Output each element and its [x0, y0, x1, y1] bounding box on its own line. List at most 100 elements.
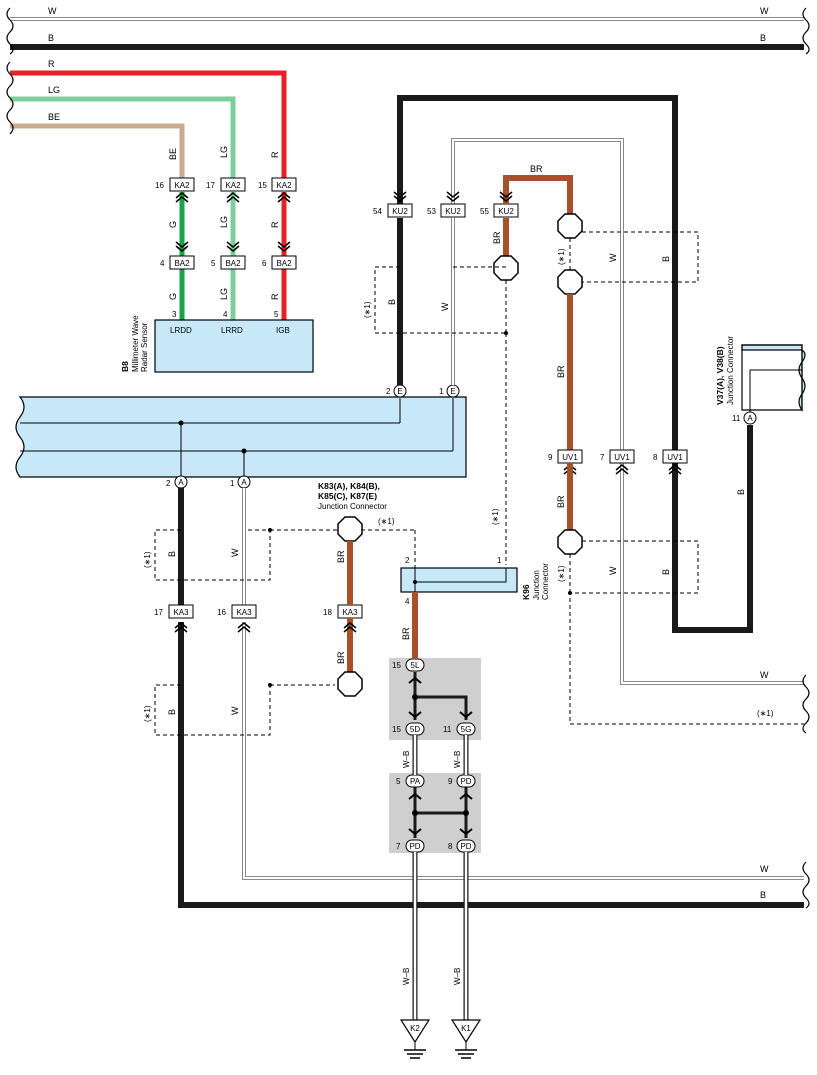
- k83-name: Junction Connector: [318, 502, 387, 511]
- ku2-connectors: KU2 54 KU2 53 KU2 55: [373, 203, 519, 218]
- be-wire-label: BE: [48, 112, 60, 122]
- white-wire-53: W: [446, 138, 804, 685]
- v37-id: V37(A), V38(B): [715, 346, 725, 405]
- splice-5g-num: 11: [443, 725, 452, 734]
- k96-pin2: 2: [405, 556, 410, 565]
- ka2-num-2: 17: [206, 181, 215, 190]
- r-vert-label: R: [270, 151, 280, 158]
- right-break-marks: [802, 674, 810, 909]
- main-top-pins: E 2 E 1: [386, 384, 460, 398]
- sensor-pin-5: 5: [274, 310, 279, 319]
- ku2-code-3: KU2: [498, 207, 514, 216]
- uv1-code-3: UV1: [667, 453, 683, 462]
- sensor-feed-wires: R LG BE BE LG R: [6, 59, 287, 180]
- k96-pin4: 4: [405, 597, 410, 606]
- a-pin-num-1: 1: [230, 479, 235, 488]
- ba2-code-2: BA2: [225, 259, 241, 268]
- sensor-label-igb: IGB: [276, 326, 290, 335]
- ground-k2: K2: [399, 1019, 431, 1059]
- uv1-num-2: 7: [600, 453, 605, 462]
- br-ka3-wire: BR BR: [336, 516, 363, 697]
- splice-pd-code-1: PD: [460, 777, 471, 786]
- e-pin-num-1: 1: [439, 387, 444, 396]
- splice-pa-code: PA: [410, 777, 421, 786]
- w-right-label: W: [760, 670, 769, 680]
- ground-k1: K1: [450, 1019, 482, 1059]
- top-w-label-right: W: [760, 6, 769, 16]
- a-pin-code-1: A: [241, 478, 247, 487]
- ka2-num-1: 16: [155, 181, 164, 190]
- ba2-code-3: BA2: [276, 259, 292, 268]
- sensor-name-2: Radar Sensor: [140, 322, 149, 372]
- ku2-w-label: W: [440, 302, 450, 311]
- top-w-label-left: W: [48, 6, 57, 16]
- ka3-num-1: 17: [154, 608, 163, 617]
- k96-name-1: Junction: [532, 570, 541, 600]
- sensor-column-wires: G LG R G LG R: [168, 192, 291, 320]
- br-55-label: BR: [492, 231, 502, 244]
- ka2-connectors: KA2 16 KA2 17 KA2 15: [155, 177, 297, 192]
- wb-wires-middle: W–B W–B: [402, 735, 469, 775]
- ku2-b-label: B: [387, 299, 397, 305]
- lower-b-wire: B B B: [167, 488, 804, 908]
- splice-5l-code: 5L: [411, 661, 420, 670]
- shield-box-ku2: (∗1) B W: [363, 266, 506, 334]
- ground-k2-label: K2: [410, 1024, 420, 1033]
- be-vert-label: BE: [168, 148, 178, 160]
- lg-vert-label: LG: [219, 146, 229, 158]
- e-pin-num-2: 2: [386, 387, 391, 396]
- sensor-label-lrrd: LRRD: [221, 326, 243, 335]
- ka3-code-2: KA3: [236, 608, 252, 617]
- k83-id-1: K83(A), K84(B),: [318, 481, 380, 491]
- junction-v37-v38: A 11 V37(A), V38(B) Junction Connector B: [715, 336, 806, 495]
- k96-id: K96: [521, 584, 531, 600]
- radar-sensor: 3 4 5 LRDD LRRD IGB B8 Millimeter Wave R…: [120, 310, 314, 373]
- br-ka3-label-2: BR: [336, 651, 346, 664]
- note-lower-2: (∗1): [143, 705, 152, 722]
- wb-label-3: W–B: [402, 968, 411, 985]
- splice-pa-num: 5: [396, 777, 401, 786]
- ka3-code-3: KA3: [342, 608, 358, 617]
- splice-5d-num: 15: [392, 725, 401, 734]
- sensor-label-lrdd: LRDD: [170, 326, 192, 335]
- brown-wire-55: BR BR (∗1): [491, 164, 573, 565]
- wb-wires-ground: W–B W–B: [402, 852, 469, 1020]
- ku2-num-2: 53: [427, 207, 436, 216]
- v37-name: Junction Connector: [726, 336, 735, 405]
- ba2-connectors: BA2 4 BA2 5 BA2 6: [160, 255, 297, 270]
- k96-pin1: 1: [497, 556, 502, 565]
- note-uv1-bot: (∗1): [557, 565, 566, 582]
- uv1-code-2: UV1: [614, 453, 630, 462]
- note-uv1-top: (∗1): [557, 248, 566, 265]
- ba2-num-3: 6: [262, 259, 267, 268]
- k83-label: K83(A), K84(B), K85(C), K87(E) Junction …: [318, 481, 387, 511]
- g-label-2: G: [168, 293, 178, 300]
- splice-pd-num-3: 8: [448, 842, 453, 851]
- k96-junction: 2 1 4 K96 Junction Connector: [400, 556, 550, 606]
- lower-b-label-2: B: [167, 709, 177, 715]
- wb-label-4: W–B: [453, 968, 462, 985]
- v37-pin-code: A: [747, 414, 753, 423]
- br-uv1-label: BR: [556, 365, 566, 378]
- ka3-num-2: 16: [217, 608, 226, 617]
- top-bus-wires: W W B B: [6, 6, 810, 55]
- uv1-top-w: W: [608, 253, 618, 262]
- a-pin-num-2: 2: [166, 479, 171, 488]
- ground-k1-label: K1: [461, 1024, 471, 1033]
- black-loop-wire: [393, 95, 753, 633]
- wb-label-1: W–B: [402, 751, 411, 768]
- ba2-num-1: 4: [160, 259, 165, 268]
- e-pin-code-2: E: [397, 387, 402, 396]
- br-k96-wire: BR: [401, 592, 418, 660]
- r-label-3: R: [270, 293, 280, 300]
- ka2-num-3: 15: [258, 181, 267, 190]
- top-b-label-right: B: [760, 33, 766, 43]
- r-label-2: R: [270, 221, 280, 228]
- uv1-num-3: 8: [653, 453, 658, 462]
- br-below-uv1: BR (∗1) W B (∗1): [556, 463, 804, 725]
- lg-wire-label: LG: [48, 85, 60, 95]
- b-bottom-label: B: [760, 890, 766, 900]
- br-top-label: BR: [530, 164, 543, 174]
- lower-b-label-1: B: [167, 551, 177, 557]
